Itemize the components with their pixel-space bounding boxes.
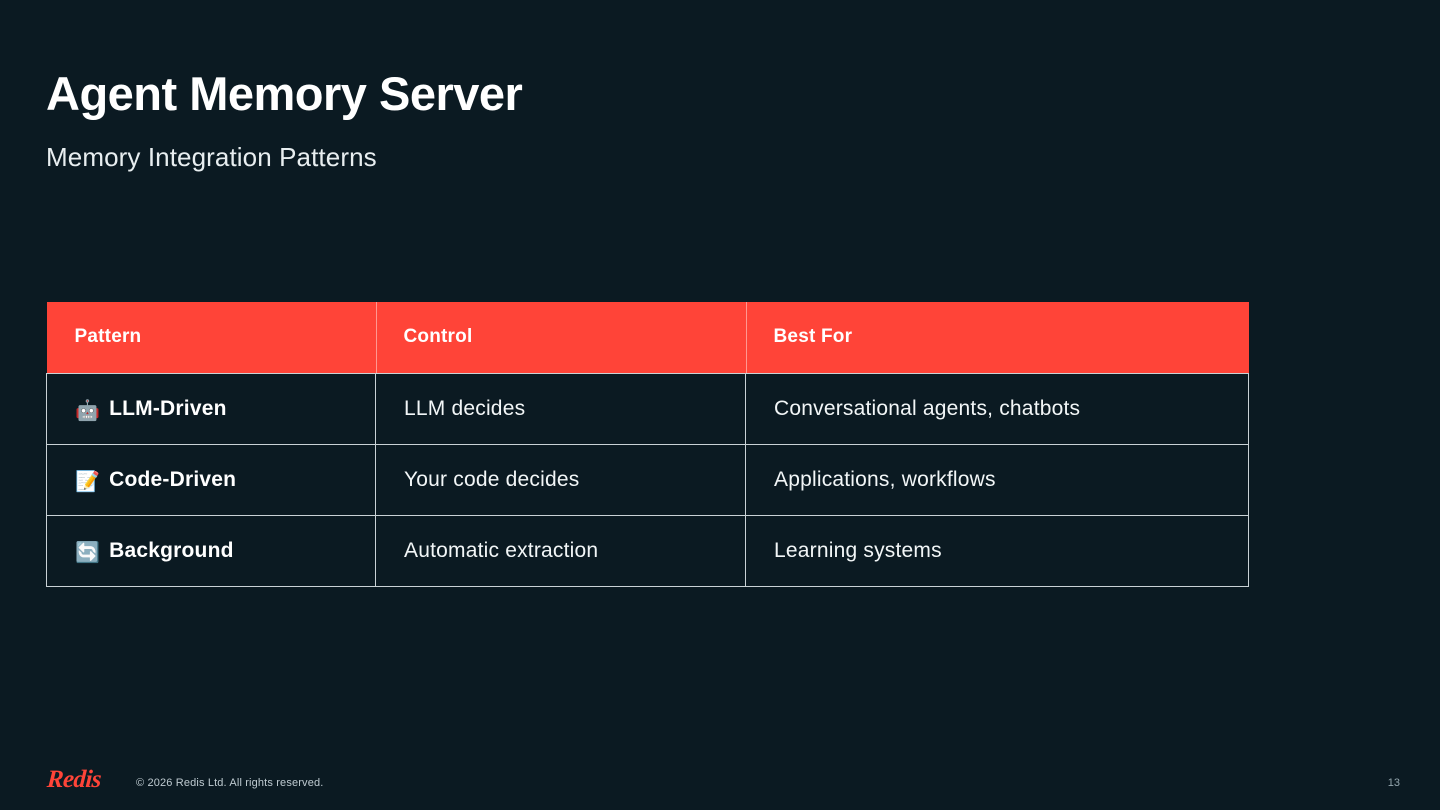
cell-control: LLM decides — [375, 373, 746, 445]
cell-pattern: 📝 Code-Driven — [46, 444, 376, 516]
table-header: Pattern Control Best For — [46, 302, 1249, 374]
table-row: 🤖 LLM-Driven LLM decides Conversational a… — [46, 373, 1249, 445]
cell-pattern-label: Background — [109, 539, 234, 562]
cell-pattern-label: Code-Driven — [109, 468, 237, 491]
table-header-row: Pattern Control Best For — [46, 302, 1249, 374]
robot-emoji: 🤖 — [75, 400, 101, 422]
redis-logo: Redis — [46, 766, 102, 793]
cell-best-for: Applications, workflows — [745, 444, 1249, 516]
page-title: Agent Memory Server — [46, 67, 523, 120]
copyright-text: © 2026 Redis Ltd. All rights reserved. — [136, 777, 324, 789]
cell-pattern-label: LLM-Driven — [109, 397, 227, 420]
patterns-table-wrapper: Pattern Control Best For 🤖 LLM-Driven LLM… — [46, 302, 1249, 587]
patterns-table: Pattern Control Best For 🤖 LLM-Driven LLM… — [46, 302, 1249, 587]
table-row: 📝 Code-Driven Your code decides Applicati… — [46, 444, 1249, 516]
slide-footer: Redis © 2026 Redis Ltd. All rights reser… — [0, 754, 1440, 810]
cell-pattern: 🔄 Background — [46, 515, 376, 587]
cell-best-for: Conversational agents, chatbots — [745, 373, 1249, 445]
page-number: 13 — [1387, 777, 1400, 789]
cell-pattern: 🤖 LLM-Driven — [46, 373, 376, 445]
table-body: 🤖 LLM-Driven LLM decides Conversational a… — [46, 373, 1249, 587]
column-header-best-for: Best For — [745, 302, 1249, 374]
column-header-control: Control — [375, 302, 746, 374]
cell-control: Your code decides — [375, 444, 746, 516]
page-subtitle: Memory Integration Patterns — [46, 142, 377, 172]
cell-control: Automatic extraction — [375, 515, 746, 587]
column-header-pattern: Pattern — [46, 302, 376, 374]
memo-emoji: 📝 — [75, 471, 101, 493]
arrows-counterclockwise-emoji: 🔄 — [75, 542, 101, 564]
table-row: 🔄 Background Automatic extraction Learnin… — [46, 515, 1249, 587]
cell-best-for: Learning systems — [745, 515, 1249, 587]
